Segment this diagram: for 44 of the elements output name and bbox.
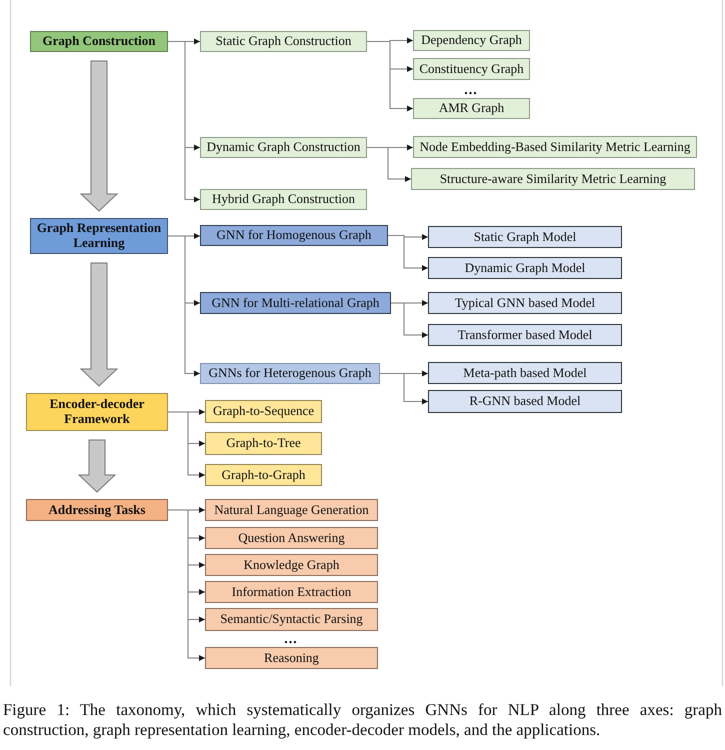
connector-arrow xyxy=(168,510,206,661)
stage-box: Graph Construction xyxy=(30,31,168,52)
block-arrow xyxy=(80,262,118,387)
method-box: Constituency Graph xyxy=(413,58,530,80)
method-box: Typical GNN based Model xyxy=(428,292,622,314)
category-box: Static Graph Construction xyxy=(200,31,367,52)
category-box: GNNs for Heterogenous Graph xyxy=(200,363,380,384)
task-box: Natural Language Generation xyxy=(205,499,378,521)
method-box: Dependency Graph xyxy=(413,30,530,51)
ellipsis-mark: ... xyxy=(284,633,298,647)
task-box: Knowledge Graph xyxy=(205,554,378,576)
ellipsis-mark: ... xyxy=(464,84,478,98)
method-box: R-GNN based Model xyxy=(428,390,622,413)
figure-caption: Figure 1: The taxonomy, which systematically organizes GNNs for NLP along three axes: graph construction, graph representation learning, encoder-decoder models, and the applications. xyxy=(3,700,722,740)
block-arrow xyxy=(80,60,118,212)
connector-arrow xyxy=(168,41,200,202)
category-box: GNN for Homogenous Graph xyxy=(200,225,388,246)
connector-arrow xyxy=(168,412,206,478)
task-box: Question Answering xyxy=(205,527,378,549)
connector-arrow xyxy=(380,373,428,404)
method-box: Transformer based Model xyxy=(428,324,622,346)
task-box: Information Extraction xyxy=(205,581,378,603)
category-box: Hybrid Graph Construction xyxy=(200,189,367,210)
category-box: Graph-to-Tree xyxy=(205,432,322,455)
stage-box: Encoder-decoder Framework xyxy=(26,393,168,431)
connector-arrow xyxy=(390,302,428,338)
category-box: Graph-to-Sequence xyxy=(205,400,322,423)
connector-arrow xyxy=(168,236,200,376)
method-box: Node Embedding-Based Similarity Metric Learning xyxy=(413,136,697,158)
task-box: Reasoning xyxy=(205,647,378,669)
category-box: GNN for Multi-relational Graph xyxy=(200,292,391,314)
stage-box: Addressing Tasks xyxy=(26,499,168,521)
category-box: Dynamic Graph Construction xyxy=(200,137,367,158)
stage-box: Graph Representation Learning xyxy=(30,218,168,254)
connector-arrow xyxy=(366,147,412,182)
block-arrow xyxy=(78,440,116,493)
method-box: Static Graph Model xyxy=(428,226,622,248)
category-box: Graph-to-Graph xyxy=(205,464,322,486)
task-box: Semantic/Syntactic Parsing xyxy=(205,608,378,631)
method-box: Structure-aware Similarity Metric Learning xyxy=(411,168,695,190)
method-box: Dynamic Graph Model xyxy=(428,257,622,279)
method-box: Meta-path based Model xyxy=(428,362,622,384)
connector-arrow xyxy=(366,41,414,112)
method-box: AMR Graph xyxy=(413,98,530,119)
